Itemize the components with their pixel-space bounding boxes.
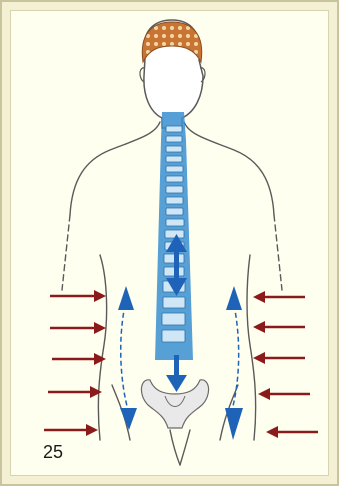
head [140,20,205,128]
right-pressure-arrows [253,291,318,438]
spine-down-arrow [166,355,187,392]
left-vertical-arrow [118,286,137,430]
right-vertical-arrow [225,286,243,440]
left-pressure-arrows [44,290,106,436]
spine [155,112,193,360]
figure-number: 25 [43,442,63,463]
